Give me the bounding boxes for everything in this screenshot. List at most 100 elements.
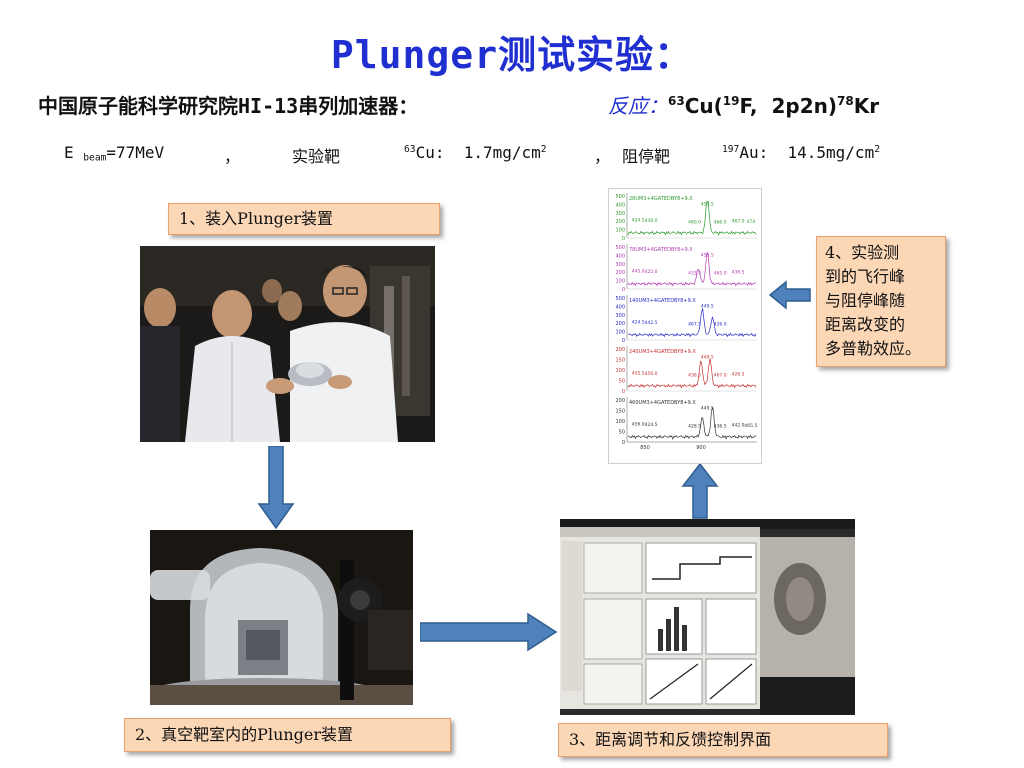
- element: Cu: [684, 94, 714, 118]
- y-tick-label: 200: [615, 219, 625, 225]
- x-tick-label: 850: [640, 445, 650, 451]
- separator-comma: ，: [594, 147, 611, 166]
- peak-label: 449.5: [701, 303, 714, 309]
- right-arrow-icon: [420, 612, 558, 652]
- up-arrow-icon: [681, 462, 719, 519]
- peak-label: 455.5: [632, 370, 645, 376]
- reaction-text: 反应：63Cu(19F, 2p2n)78Kr: [608, 90, 879, 119]
- peak-label: 433.5: [688, 271, 701, 277]
- y-tick-label: 200: [615, 347, 625, 353]
- spectrum-label: 78UM3+4GATEDBY8+9.X: [629, 247, 693, 253]
- peak-label: 474: [747, 219, 756, 225]
- y-tick-label: 150: [615, 409, 625, 415]
- down-arrow-icon: [257, 446, 295, 530]
- peak-label: 436.5: [732, 269, 745, 275]
- spectrum-label: 140UM3+4GATEDBY8+9.X: [629, 298, 696, 304]
- y-tick-label: 50: [619, 379, 625, 385]
- peak-label: 455.5: [701, 201, 714, 207]
- peak-label: 442.0: [732, 422, 745, 428]
- y-tick-label: 200: [615, 398, 625, 404]
- stopper-label: 阻停靶: [622, 147, 671, 166]
- mass-number: 63: [668, 94, 685, 109]
- peak-label: 466.0: [714, 220, 727, 226]
- peak-label: 465.0: [714, 271, 727, 277]
- separator-comma: ，: [224, 147, 241, 166]
- y-tick-label: 300: [615, 262, 625, 268]
- control-interface-image: [560, 519, 855, 715]
- lab-photo: [140, 246, 435, 442]
- y-tick-label: 400: [615, 202, 625, 208]
- spectrum-line: [627, 200, 757, 236]
- y-tick-label: 300: [615, 313, 625, 319]
- paren: (: [713, 94, 723, 118]
- mass-number: 197: [722, 143, 740, 155]
- facility-label: 中国原子能科学研究院HI-13串列加速器：: [38, 94, 419, 118]
- separator: ,: [749, 94, 758, 118]
- step4-line: 4、实验测: [825, 243, 900, 262]
- chamber-photo-image: [150, 530, 413, 705]
- y-tick-label: 200: [615, 321, 625, 327]
- mass-number: 63: [404, 143, 416, 155]
- step4-callout: 4、实验测 到的飞行峰 与阻停峰随 距离改变的 多普勒效应。: [816, 236, 946, 367]
- step4-line: 到的飞行峰: [825, 267, 906, 286]
- element: Kr: [853, 94, 880, 118]
- reaction-key: 反应：: [608, 94, 668, 118]
- peak-label: 436.5: [714, 424, 727, 430]
- spectrum-label: 460UM3+4GATEDBY8+9.X: [629, 400, 696, 406]
- y-tick-label: 0: [622, 440, 625, 446]
- peak-label: 467.0: [714, 373, 727, 379]
- y-tick-label: 0: [622, 236, 625, 242]
- step4-line: 多普勒效应。: [825, 339, 922, 358]
- spectrum-line: [627, 406, 757, 440]
- peak-label: 449.5: [701, 354, 714, 360]
- y-tick-label: 100: [615, 419, 625, 425]
- spectrum-label: 28UM3+4GATEDBY8+9.X: [629, 196, 693, 202]
- peak-label: 424.5: [645, 422, 658, 428]
- y-tick-label: 500: [615, 245, 625, 251]
- y-tick-label: 100: [615, 228, 625, 234]
- peak-label: 467.0: [732, 218, 745, 224]
- peak-label: 465.5: [744, 423, 757, 429]
- step1-callout: 1、装入Plunger装置: [168, 203, 440, 235]
- beam-energy-value: =77MeV: [106, 143, 165, 162]
- element: F: [739, 94, 750, 118]
- stopper-spec: 197Au: 14.5mg/cm2: [722, 143, 880, 162]
- target-spec: 63Cu: 1.7mg/cm2: [404, 143, 547, 162]
- peak-label: 438.5: [688, 373, 701, 379]
- peak-label: 467.5: [688, 322, 701, 328]
- mass-number: 19: [722, 94, 740, 109]
- x-tick-label: 900: [696, 445, 706, 451]
- y-tick-label: 400: [615, 253, 625, 259]
- chamber-photo: [150, 530, 413, 705]
- spectrum-label: 240UM3+4GATEDBY8+9.X: [629, 349, 696, 355]
- paren: ): [827, 94, 837, 118]
- y-tick-label: 100: [615, 368, 625, 374]
- left-arrow-icon: [768, 280, 811, 310]
- y-tick-label: 500: [615, 194, 625, 200]
- spectrum-line: [627, 308, 757, 338]
- exponent: 2: [874, 143, 880, 155]
- control-interface-photo: [560, 519, 855, 715]
- step2-callout: 2、真空靶室内的Plunger装置: [124, 718, 451, 752]
- y-tick-label: 100: [615, 330, 625, 336]
- mass-number: 78: [837, 94, 854, 109]
- y-tick-label: 400: [615, 304, 625, 310]
- stopper-thickness: 14.5mg/cm: [787, 143, 875, 162]
- peak-label: 460.0: [688, 220, 701, 226]
- lab-photo-image: [140, 246, 435, 442]
- peak-label: 456.0: [645, 371, 658, 377]
- y-tick-label: 50: [619, 430, 625, 436]
- step4-line: 与阻停峰随: [825, 291, 906, 310]
- target-thickness: 1.7mg/cm: [463, 143, 541, 162]
- peak-label: 426.0: [714, 322, 727, 328]
- peak-label: 428.5: [688, 424, 701, 430]
- target-label: 实验靶: [292, 147, 341, 166]
- peak-label: 424.5: [632, 319, 645, 325]
- reaction-channel: 2p2n: [771, 94, 828, 118]
- element: Au:: [739, 143, 769, 162]
- y-tick-label: 150: [615, 358, 625, 364]
- peak-label: 455.5: [701, 252, 714, 258]
- beam-subscript: beam: [83, 152, 107, 164]
- peak-label: 449.5: [701, 405, 714, 411]
- peak-label: 426.5: [732, 371, 745, 377]
